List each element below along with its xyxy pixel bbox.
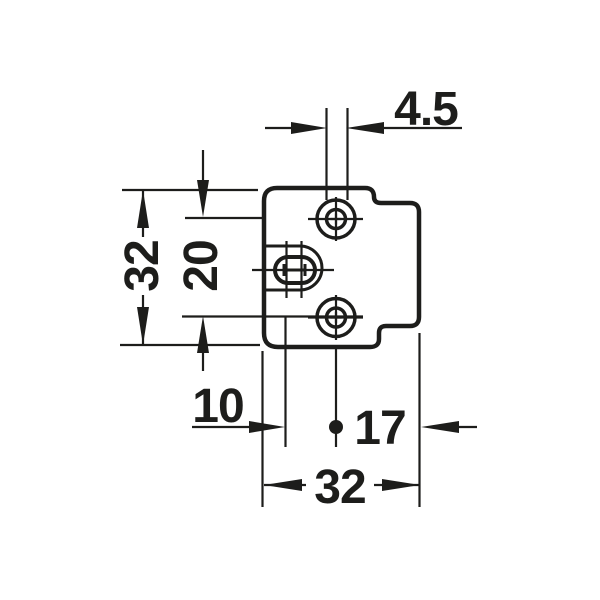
mounting-plate — [252, 185, 422, 350]
dim-label-plate-height: 32 — [116, 240, 169, 291]
arrowhead-down-icon — [137, 307, 149, 345]
hole-outer-circle — [315, 198, 357, 240]
arrowhead-right-icon — [382, 479, 420, 491]
hole-inner-circle — [324, 207, 348, 231]
dimension-lines — [120, 108, 477, 507]
hole-outer-circle — [315, 296, 357, 339]
dim-label-plate-width: 32 — [314, 461, 365, 514]
screw-hole-top — [308, 197, 363, 241]
screw-hole-bottom — [308, 295, 363, 340]
dim-label-slot-to-screw-line: 10 — [192, 380, 243, 433]
hole-inner-circle — [324, 306, 348, 329]
slot-boss-outline — [264, 244, 324, 292]
arrowhead-left-icon — [264, 479, 302, 491]
label-knockout — [124, 237, 160, 295]
arrowhead-right-icon — [249, 421, 285, 433]
dim-label-hole-spacing: 20 — [175, 240, 228, 291]
label-knockout — [306, 463, 374, 507]
arrowhead-left-icon — [346, 122, 384, 134]
dim-label-hole-diameter: 4.5 — [394, 83, 458, 136]
reference-dot-icon — [329, 420, 343, 434]
dim-label-screw-line-to-edge: 17 — [354, 402, 405, 455]
arrowhead-down-icon — [197, 180, 209, 217]
arrowhead-up-icon — [137, 190, 149, 228]
arrowhead-left-icon — [421, 421, 459, 433]
arrowhead-right-icon — [291, 122, 327, 134]
mounting-plate-outline — [261, 185, 422, 350]
arrowhead-up-icon — [197, 316, 209, 353]
